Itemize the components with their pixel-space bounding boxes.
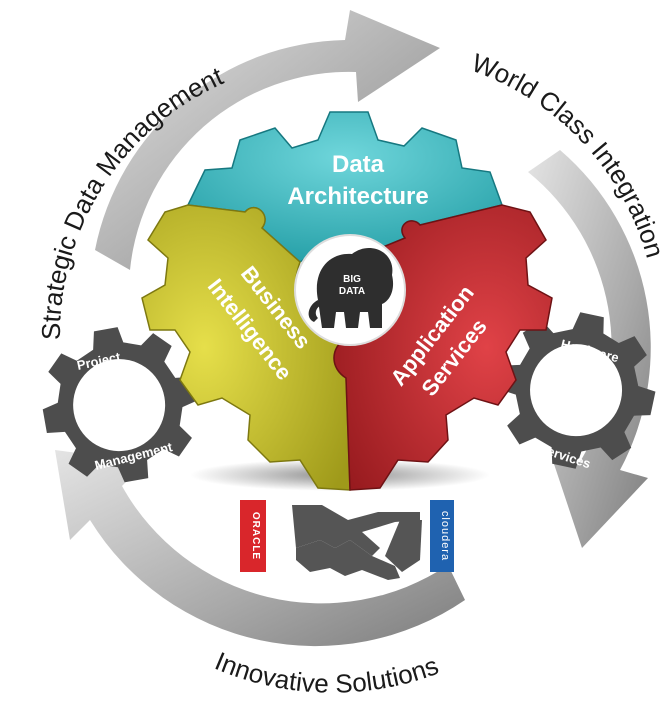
big-label: BIG — [343, 274, 361, 285]
oracle-logo: ORACLE — [240, 500, 266, 572]
architecture-label: Architecture — [287, 183, 428, 210]
project-management-gear — [42, 327, 198, 483]
data-label: Data — [332, 151, 385, 178]
bottom-arrow — [55, 450, 465, 647]
svg-text:ORACLE: ORACLE — [250, 512, 261, 560]
elephant-icon — [308, 248, 394, 328]
hardware-services-gear — [498, 312, 656, 469]
right-gear-hole — [530, 344, 623, 437]
data-center-label: DATA — [339, 286, 365, 297]
cloudera-logo: cloudera — [430, 500, 454, 572]
handshake-icon — [292, 505, 422, 580]
innovative-solutions-label: Innovative Solutions — [211, 646, 442, 699]
left-gear-hole — [73, 359, 166, 452]
svg-text:cloudera: cloudera — [439, 511, 451, 561]
top-arrow — [95, 10, 440, 270]
